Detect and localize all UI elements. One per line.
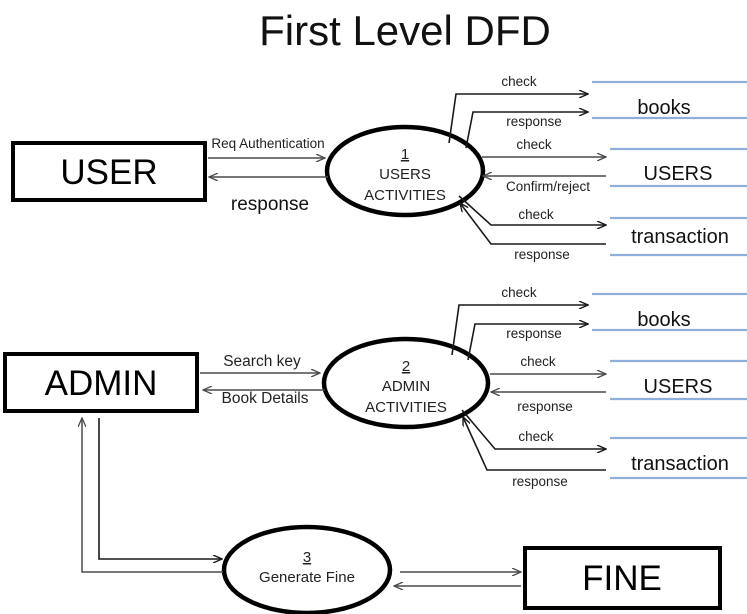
process-1-number: 1 <box>401 146 409 163</box>
flow-p1-books-check-label: check <box>501 74 537 89</box>
flow-admin-p3-line <box>98 418 222 559</box>
flow-users-p1-confirm-reject-label: Confirm/reject <box>506 179 590 194</box>
store-transaction-2-label: transaction <box>631 453 729 475</box>
flow-search-key-label: Search key <box>223 353 301 370</box>
flow-user-response-label: response <box>231 194 309 215</box>
flow-p2-transaction-check-line <box>461 409 606 449</box>
flow-p2-books-check-line <box>451 305 588 356</box>
entity-fine-label: FINE <box>582 559 662 598</box>
flow-p1-transaction-check-line <box>458 195 606 225</box>
process-3-name-line1: Generate Fine <box>259 569 355 586</box>
store-books-1-label: books <box>637 97 690 119</box>
entity-user-box <box>11 141 207 202</box>
flow-req-authentication-label: Req Authentication <box>211 136 324 151</box>
store-users-1-label: USERS <box>644 163 713 185</box>
store-books-2-label: books <box>637 309 690 331</box>
process-1-ellipse <box>324 124 486 218</box>
flow-transaction-p1-response-line <box>460 203 606 245</box>
process-3-number: 3 <box>303 549 311 566</box>
flow-p1-users-check-label: check <box>516 137 552 152</box>
flow-books-p2-response-line <box>467 324 588 361</box>
flow-p1-transaction-check-label: check <box>518 207 554 222</box>
entity-admin-label: ADMIN <box>45 364 158 403</box>
store-transaction-1-label: transaction <box>631 226 729 248</box>
process-2-name-line2: ACTIVITIES <box>365 399 447 416</box>
process-2-name-line1: ADMIN <box>382 378 430 395</box>
process-2-ellipse <box>321 336 491 430</box>
process-1-name-line1: USERS <box>379 166 431 183</box>
flow-p2-users-check-label: check <box>520 354 556 369</box>
flow-p3-admin-line <box>82 418 223 573</box>
flow-transaction-p2-response-label: response <box>512 474 568 489</box>
flow-p1-books-check-line <box>448 94 588 144</box>
process-2-number: 2 <box>402 358 410 375</box>
entity-fine-box <box>523 546 722 610</box>
entity-admin-box <box>3 352 199 413</box>
flow-books-p1-response-line <box>465 112 588 149</box>
flow-books-p2-response-label: response <box>506 326 562 341</box>
flow-p2-transaction-check-label: check <box>518 429 554 444</box>
flow-book-details-label: Book Details <box>221 390 308 407</box>
flow-p2-books-check-label: check <box>501 285 537 300</box>
flow-users-p2-response-label: response <box>517 399 573 414</box>
flow-transaction-p1-response-label: response <box>514 247 570 262</box>
flow-books-p1-response-label: response <box>506 114 562 129</box>
process-1-name-line2: ACTIVITIES <box>364 187 446 204</box>
page-title: First Level DFD <box>259 7 551 54</box>
store-users-2-label: USERS <box>644 376 713 398</box>
entity-user-label: USER <box>60 153 157 192</box>
flow-transaction-p2-response-line <box>462 417 606 471</box>
process-3-ellipse <box>221 524 393 614</box>
